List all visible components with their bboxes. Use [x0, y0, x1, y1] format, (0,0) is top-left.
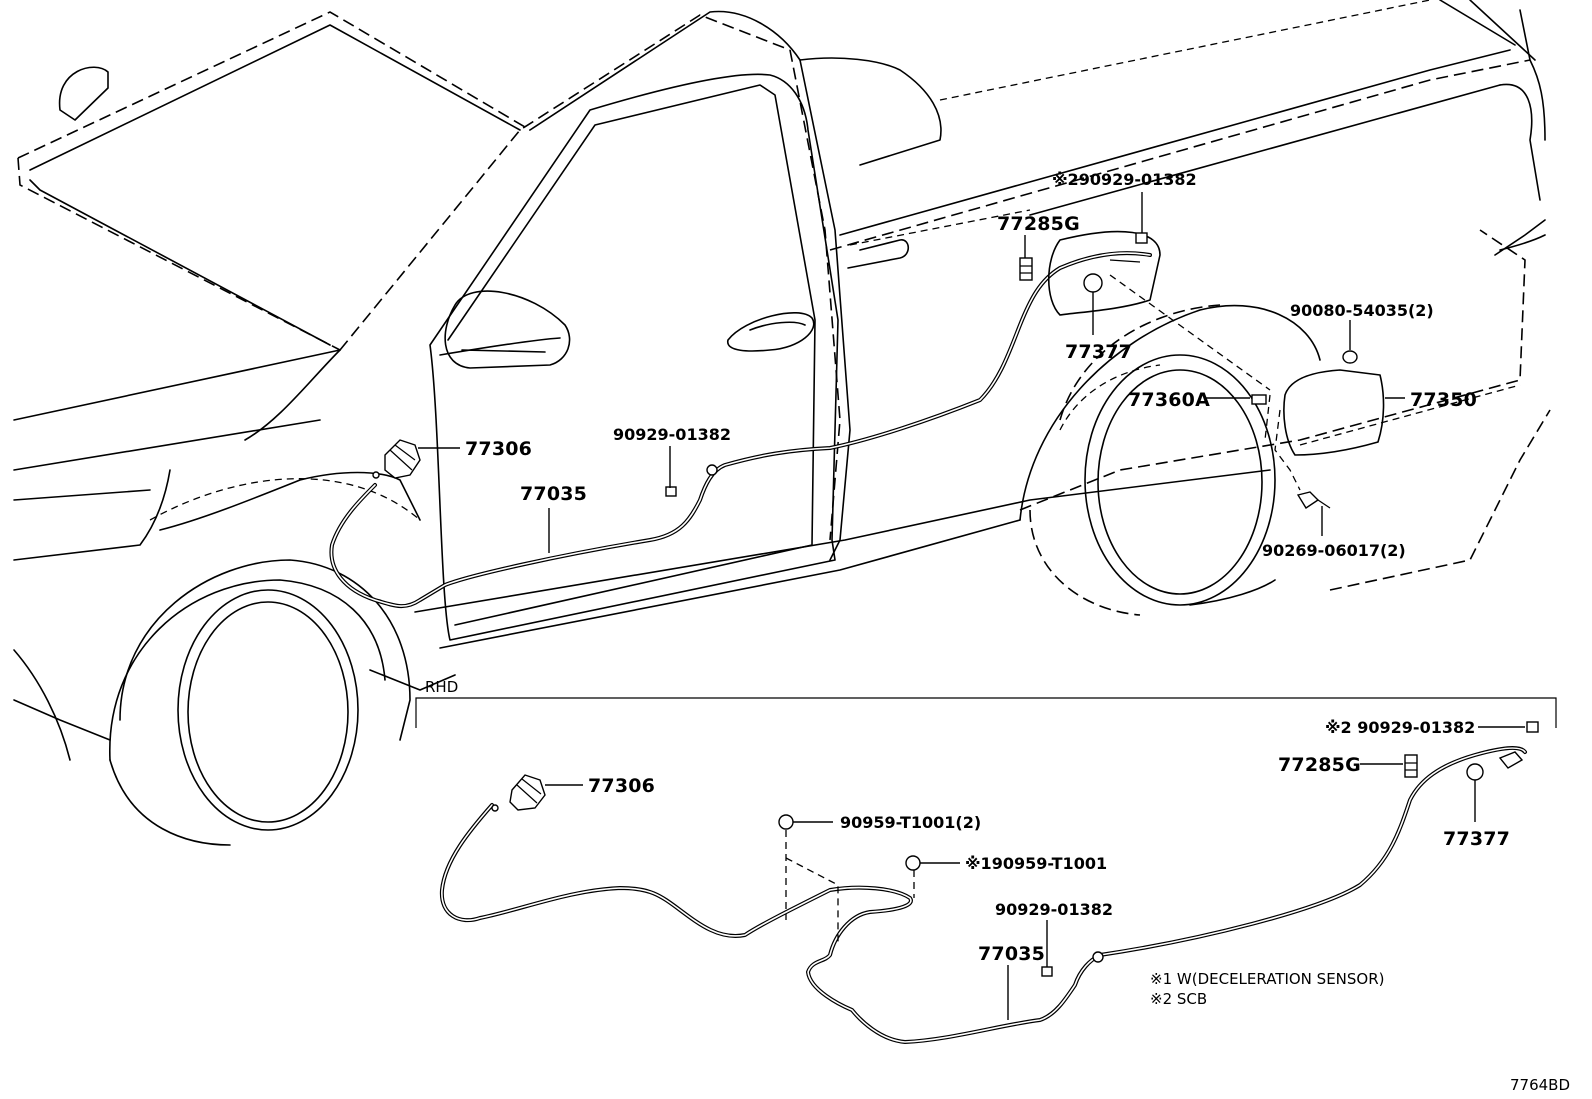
- rhd-label-w-90959-t1001: ※190959-T1001: [965, 854, 1107, 873]
- vehicle-body-outline: [13, 0, 1551, 846]
- rhd-label-90959-t1001: 90959-T1001(2): [840, 813, 981, 832]
- upper-leaders: [418, 192, 1405, 553]
- label-scb-90929-01382: ※290929-01382: [1052, 170, 1197, 189]
- label-90269-06017: 90269-06017(2): [1262, 541, 1406, 560]
- upper-release-cable: [329, 251, 1152, 608]
- footnote-1: ※1 W(DECELERATION SENSOR): [1150, 970, 1385, 988]
- rhd-label-77035: 77035: [978, 943, 1045, 965]
- upper-labels: 77306 77035 90929-01382 ※290929-01382 77…: [465, 170, 1477, 560]
- label-77285g: 77285G: [997, 213, 1080, 235]
- rhd-bracket: [415, 697, 1557, 728]
- label-90080-54035: 90080-54035(2): [1290, 301, 1434, 320]
- upper-small-parts: [372, 232, 1358, 509]
- label-77035: 77035: [520, 483, 587, 505]
- footnote-2: ※2 SCB: [1150, 990, 1207, 1008]
- label-77360a: 77360A: [1128, 389, 1210, 411]
- label-77350: 77350: [1410, 389, 1477, 411]
- rhd-label-scb-90929-01382: ※2 90929-01382: [1325, 718, 1475, 737]
- rhd-label-77377: 77377: [1443, 828, 1510, 850]
- label-77377: 77377: [1065, 341, 1132, 363]
- label-90929-01382: 90929-01382: [613, 425, 731, 444]
- diagram-code: 7764BD: [1510, 1076, 1570, 1094]
- fuel-lid-lock-housing: [1047, 230, 1161, 316]
- fuel-filler-lid: [1109, 274, 1385, 491]
- label-77306: 77306: [465, 438, 532, 460]
- rhd-label-77285g: 77285G: [1278, 754, 1361, 776]
- rhd-label-77306: 77306: [588, 775, 655, 797]
- rhd-section: RHD 77306 90959-T1001(2) ※190959-T1001: [415, 678, 1557, 1044]
- rhd-label: RHD: [425, 678, 458, 696]
- rhd-label-90929-01382: 90929-01382: [995, 900, 1113, 919]
